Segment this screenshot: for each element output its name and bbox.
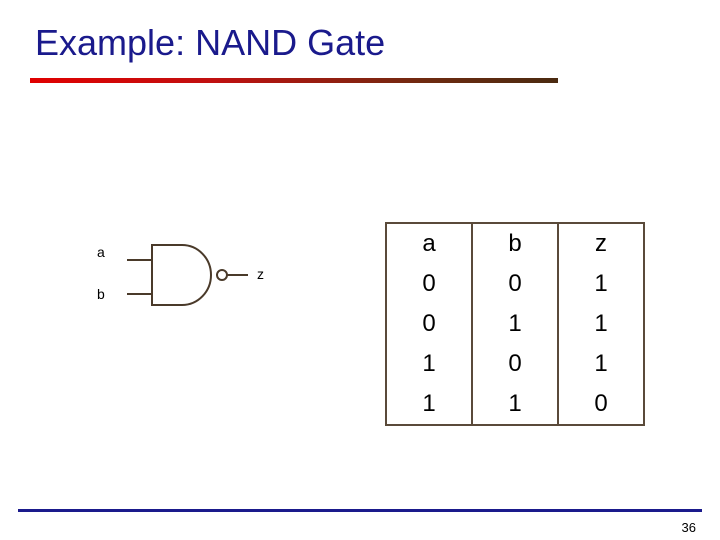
cell-z: 1 — [594, 350, 608, 377]
table-row: 0 0 1 — [386, 264, 644, 304]
output-z-label: z — [257, 266, 264, 282]
table-row: 1 1 0 — [386, 384, 644, 425]
cell-z: 0 — [594, 390, 608, 417]
header-b: b — [472, 223, 559, 264]
cell-a: 0 — [386, 264, 473, 304]
cell-a: 0 — [386, 304, 473, 344]
cell-b: 0 — [472, 344, 559, 384]
title-underline — [30, 78, 558, 83]
footer-rule — [18, 509, 702, 512]
cell-z: 1 — [594, 270, 608, 297]
cell-a: 1 — [386, 344, 473, 384]
table-row: 1 0 1 — [386, 344, 644, 384]
cell-z: 1 — [594, 310, 608, 337]
input-a-label: a — [97, 244, 105, 260]
truth-table-header: a b z — [386, 223, 644, 264]
input-b-label: b — [97, 286, 105, 302]
slide-title: Example: NAND Gate — [35, 22, 386, 63]
page-number: 36 — [681, 520, 696, 535]
truth-table: a b z 0 0 1 0 1 1 1 0 1 1 1 0 — [385, 222, 645, 426]
header-a: a — [386, 223, 473, 264]
table-row: 0 1 1 — [386, 304, 644, 344]
cell-b: 0 — [472, 264, 559, 304]
cell-b: 1 — [472, 304, 559, 344]
header-z: z — [595, 230, 607, 257]
cell-b: 1 — [472, 384, 559, 425]
inversion-bubble — [216, 269, 228, 281]
nand-gate-body — [151, 244, 212, 306]
cell-a: 1 — [386, 384, 473, 425]
